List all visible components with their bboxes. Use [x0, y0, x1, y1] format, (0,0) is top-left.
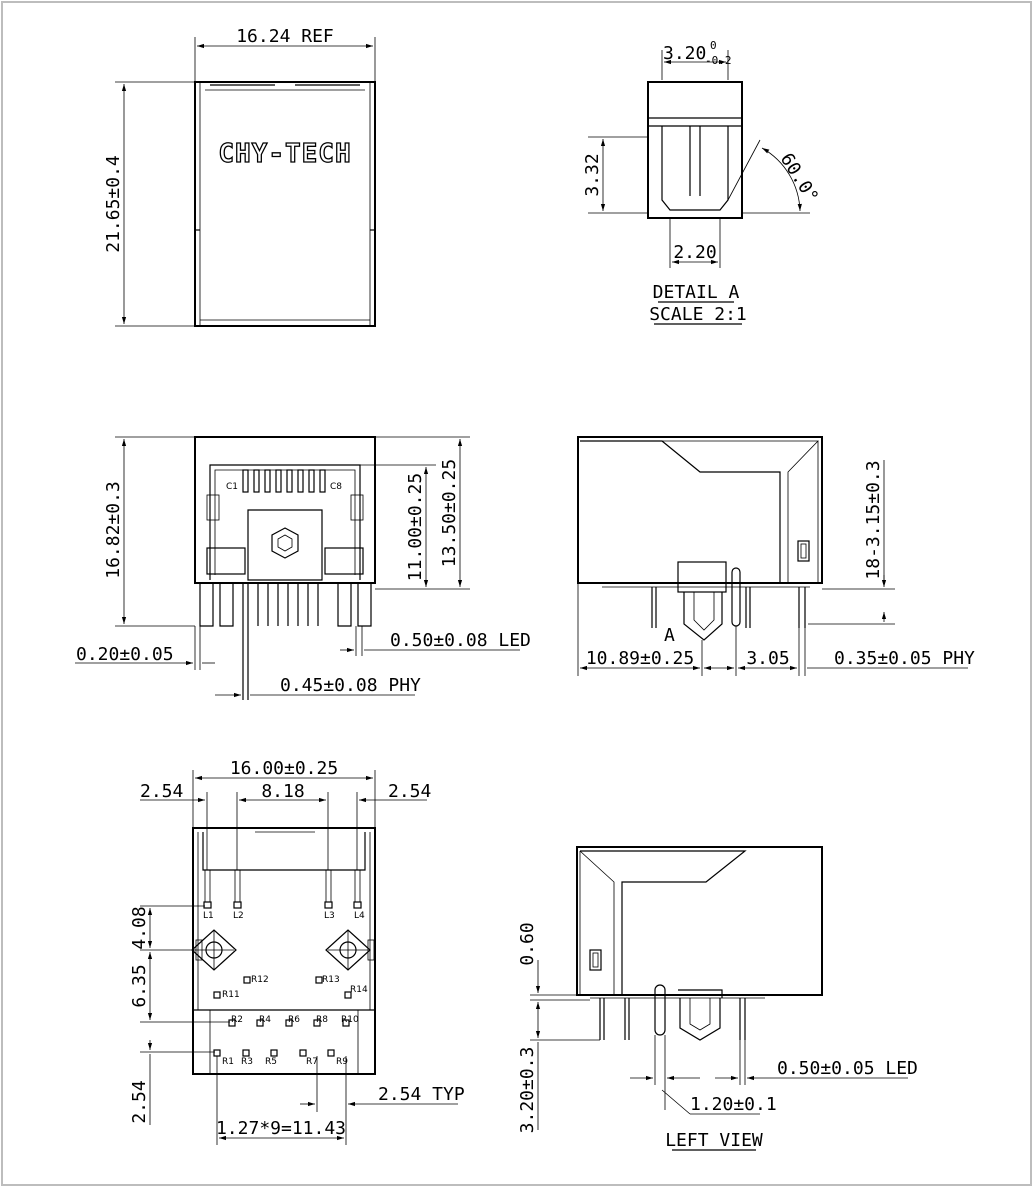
pin-r12: R12 — [251, 975, 269, 985]
bottom-mid-dim: 8.18 — [261, 781, 304, 802]
brand-logo: CHY-TECH — [218, 139, 351, 169]
bottom-view: L1 L2 L3 L4 R12 R13 R11 R14 — [129, 758, 465, 1145]
top-height-dim: 21.65±0.4 — [103, 155, 124, 253]
pin-r13: R13 — [322, 975, 340, 985]
left-view-title: LEFT VIEW — [665, 1130, 763, 1151]
pin-r9: R9 — [336, 1057, 348, 1067]
pin-l2: L2 — [233, 911, 244, 921]
pin-r7: R7 — [306, 1057, 318, 1067]
pin-r5: R5 — [265, 1057, 277, 1067]
detail-title: DETAIL A — [653, 282, 740, 303]
side-right-dim: 18-3.15±0.3 — [863, 460, 884, 579]
bottom-left-dim: 2.54 — [140, 781, 183, 802]
pin-r3: R3 — [241, 1057, 253, 1067]
bottom-width-dim: 16.00±0.25 — [230, 758, 338, 779]
front-offset-dim: 0.20±0.05 — [76, 644, 174, 665]
front-view: C1 C8 16.82±0.3 — [75, 436, 531, 700]
pin-r10: R10 — [341, 1015, 359, 1025]
pin-l1: L1 — [203, 911, 214, 921]
mounting-post-right — [325, 929, 371, 971]
detail-tol-upper: 0 — [710, 39, 717, 52]
top-view-body — [194, 81, 376, 327]
bottom-v-dim-1: 4.08 — [129, 906, 150, 949]
pin-l3: L3 — [324, 911, 335, 921]
left-width-dim: 1.20±0.1 — [690, 1094, 777, 1115]
pin-r1: R1 — [222, 1057, 234, 1067]
detail-scale: SCALE 2:1 — [649, 304, 747, 325]
pin-r4: R4 — [259, 1015, 271, 1025]
bottom-v-dim-3: 2.54 — [129, 1080, 150, 1123]
detail-tol-lower: -0.2 — [705, 54, 732, 67]
pin-r8: R8 — [316, 1015, 328, 1025]
front-inner-dim-2: 13.50±0.25 — [439, 459, 460, 567]
bottom-v-dim-2: 6.35 — [129, 964, 150, 1007]
mounting-post-left — [191, 929, 237, 971]
side-dim-2: 3.05 — [746, 648, 789, 669]
detail-marker: A — [664, 625, 675, 646]
top-view: CHY-TECH 16.24 REF 21.65±0.4 — [103, 26, 376, 327]
bottom-typ-dim: 2.54 TYP — [378, 1084, 465, 1105]
side-dim-1: 10.89±0.25 — [586, 648, 694, 669]
pin-r14: R14 — [350, 985, 368, 995]
label-c8: C8 — [330, 482, 342, 492]
pin-l4: L4 — [354, 911, 365, 921]
detail-width-dim: 3.20 — [663, 43, 706, 64]
front-phy-pin-dim: 0.45±0.08 PHY — [280, 675, 421, 696]
pin-r6: R6 — [288, 1015, 300, 1025]
front-height-dim: 16.82±0.3 — [103, 481, 124, 579]
bottom-pitch-dim: 1.27*9=11.43 — [216, 1118, 346, 1139]
side-view-body — [577, 436, 823, 584]
side-view: A 18-3.15±0.3 10.89±0.25 3.05 0.35±0.05 … — [577, 436, 975, 676]
pin-r2: R2 — [231, 1015, 243, 1025]
detail-height-dim: 3.32 — [582, 153, 603, 196]
left-led-dim: 0.50±0.05 LED — [777, 1058, 918, 1079]
left-view: 0.60 3.20±0.3 0.50±0.05 LED 1.20±0.1 LEF… — [517, 846, 918, 1151]
detail-a: 3.20 0 -0.2 3.32 60.0° 2.20 DETAIL A SCA… — [582, 39, 822, 325]
detail-bottom-dim: 2.20 — [673, 242, 716, 263]
detail-a-body — [647, 81, 743, 219]
pin-r11: R11 — [222, 990, 240, 1000]
left-v-dim-1: 0.60 — [517, 922, 538, 965]
front-led-pin-dim: 0.50±0.08 LED — [390, 630, 531, 651]
front-inner-dim-1: 11.00±0.25 — [405, 473, 426, 581]
label-c1: C1 — [226, 482, 238, 492]
left-v-dim-2: 3.20±0.3 — [517, 1047, 538, 1134]
detail-angle-dim: 60.0° — [776, 150, 823, 207]
side-dim-3: 0.35±0.05 PHY — [834, 648, 975, 669]
top-width-dim: 16.24 REF — [236, 26, 334, 47]
bottom-right-dim: 2.54 — [388, 781, 431, 802]
